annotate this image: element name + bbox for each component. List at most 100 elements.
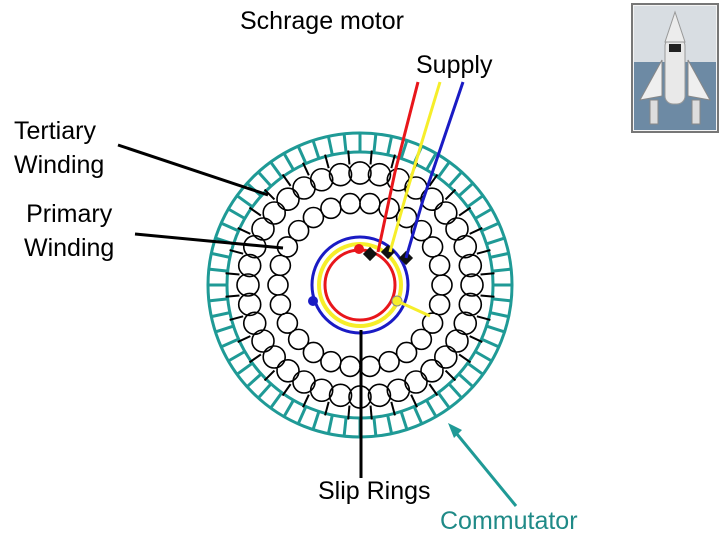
slip-rings: [308, 235, 431, 335]
supply-lead-yellow: [388, 81, 442, 253]
winding-lead: [229, 315, 244, 321]
winding-lead: [324, 154, 330, 169]
commutator-segment: [220, 337, 240, 349]
commutator-segment: [474, 350, 493, 363]
supply-lead-red: [376, 81, 420, 253]
commutator-segment: [257, 171, 273, 188]
slip-ring-yellow: [317, 242, 403, 328]
winding-lead: [469, 227, 483, 235]
winding-lead: [248, 353, 262, 364]
commutator-segment: [342, 417, 348, 437]
winding-lead: [476, 315, 491, 321]
primary-winding: [267, 192, 453, 378]
commutator-segment: [492, 297, 512, 303]
winding-lead: [444, 369, 457, 382]
commutator-segment: [282, 152, 295, 171]
commutator-segment: [246, 372, 263, 388]
winding-lead: [444, 188, 457, 201]
tertiary-pointer: [117, 143, 269, 197]
commutator-segment: [257, 382, 273, 399]
commutator-segment: [282, 399, 295, 418]
commutator-segment: [436, 391, 451, 409]
commutator-pointer: [450, 427, 518, 507]
slip-rings-label: Slip Rings: [318, 477, 431, 505]
winding-lead: [458, 353, 472, 364]
winding-lead: [476, 249, 491, 255]
primary-pointer: [134, 232, 284, 250]
shuttle-window: [669, 44, 681, 52]
shuttle-booster-right: [691, 99, 701, 125]
commutator-segment: [236, 361, 254, 376]
commutator-segment: [425, 399, 438, 418]
winding-lead: [263, 188, 276, 201]
commutator-segment: [269, 161, 284, 179]
winding-lead: [225, 272, 240, 276]
commutator-segment: [296, 405, 308, 425]
winding-lead: [458, 206, 472, 217]
shuttle-left-wing: [639, 59, 663, 101]
tertiary-winding-label: Tertiary Winding: [14, 117, 105, 179]
commutator-segment: [492, 267, 512, 273]
shuttle-booster-left: [649, 99, 659, 125]
commutator-segment: [211, 311, 231, 319]
shuttle-nose: [664, 10, 686, 43]
commutator-segment: [489, 251, 509, 259]
commutator-segment: [326, 414, 334, 434]
commutator-segment: [399, 411, 409, 431]
winding-lead: [369, 405, 373, 420]
winding-lead: [428, 173, 439, 187]
brush: [362, 246, 378, 262]
commutator-arrowhead: [448, 423, 462, 438]
yellow-brush-lead: [396, 299, 431, 318]
supply-label: Supply: [416, 51, 493, 79]
commutator-segment: [311, 411, 321, 431]
commutator-segment: [220, 221, 240, 233]
winding-lead: [410, 394, 418, 408]
commutator-segment: [296, 145, 308, 165]
commutator-segment: [457, 372, 474, 388]
primary-coil: [267, 192, 453, 378]
winding-lead: [480, 294, 495, 298]
winding-lead: [347, 405, 351, 420]
winding-lead: [237, 335, 251, 343]
shuttle-right-wing: [687, 59, 711, 101]
commutator-segment: [372, 133, 378, 153]
commutator-segment: [236, 194, 254, 209]
commutator-segment: [372, 417, 378, 437]
commutator-segment: [489, 311, 509, 319]
commutator-segment: [447, 382, 463, 399]
winding-lead: [369, 150, 373, 165]
commutator-segment: [486, 324, 506, 334]
commutator-segment: [412, 405, 424, 425]
commutator-segment: [227, 350, 246, 363]
winding-lead: [347, 150, 351, 165]
red-brush-dot: [354, 244, 364, 254]
winding-lead: [302, 162, 310, 176]
winding-lead: [324, 401, 330, 416]
winding-lead: [390, 401, 396, 416]
commutator-segment: [386, 414, 394, 434]
winding-lead: [281, 383, 292, 397]
supply-lead-blue: [404, 81, 465, 259]
tertiary-coil: [236, 161, 484, 409]
winding-lead: [225, 294, 240, 298]
commutator-segment: [326, 136, 334, 156]
commutator-segment: [447, 171, 463, 188]
winding-lead: [390, 154, 396, 169]
diagram-title: Schrage motor: [240, 7, 404, 35]
commutator-segment: [386, 136, 394, 156]
commutator-segment: [342, 133, 348, 153]
space-shuttle-icon: [631, 3, 719, 133]
commutator-segment: [311, 139, 321, 159]
commutator-label: Commutator: [440, 507, 578, 535]
winding-lead: [237, 227, 251, 235]
commutator-segment: [486, 236, 506, 246]
winding-lead: [469, 335, 483, 343]
primary-winding-label: Primary Winding: [24, 200, 115, 262]
commutator-segment: [457, 182, 474, 198]
supply-leads: [376, 81, 465, 259]
commutator-segment: [436, 161, 451, 179]
winding-lead: [480, 272, 495, 276]
commutator-segment: [480, 221, 500, 233]
